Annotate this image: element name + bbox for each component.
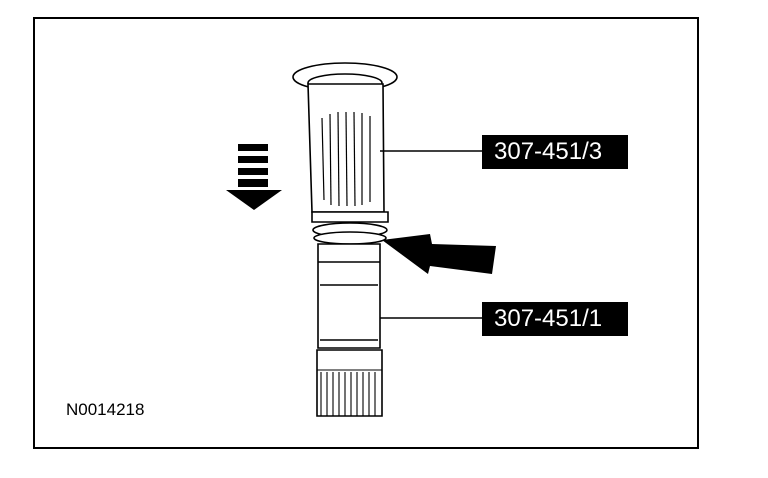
callout-label-307-451-1: 307-451/1: [482, 302, 628, 336]
installer-collar: [311, 211, 389, 223]
leader-lines: [380, 150, 482, 319]
callout-label-307-451-3: 307-451/3: [482, 135, 628, 169]
lower-tool-body: [317, 243, 381, 349]
figure-id: N0014218: [66, 400, 145, 419]
installer-ribs: [321, 111, 371, 207]
push-down-arrow-icon: [226, 144, 282, 210]
pointer-arrow-icon: [382, 234, 496, 274]
diagram-frame: [33, 17, 699, 449]
